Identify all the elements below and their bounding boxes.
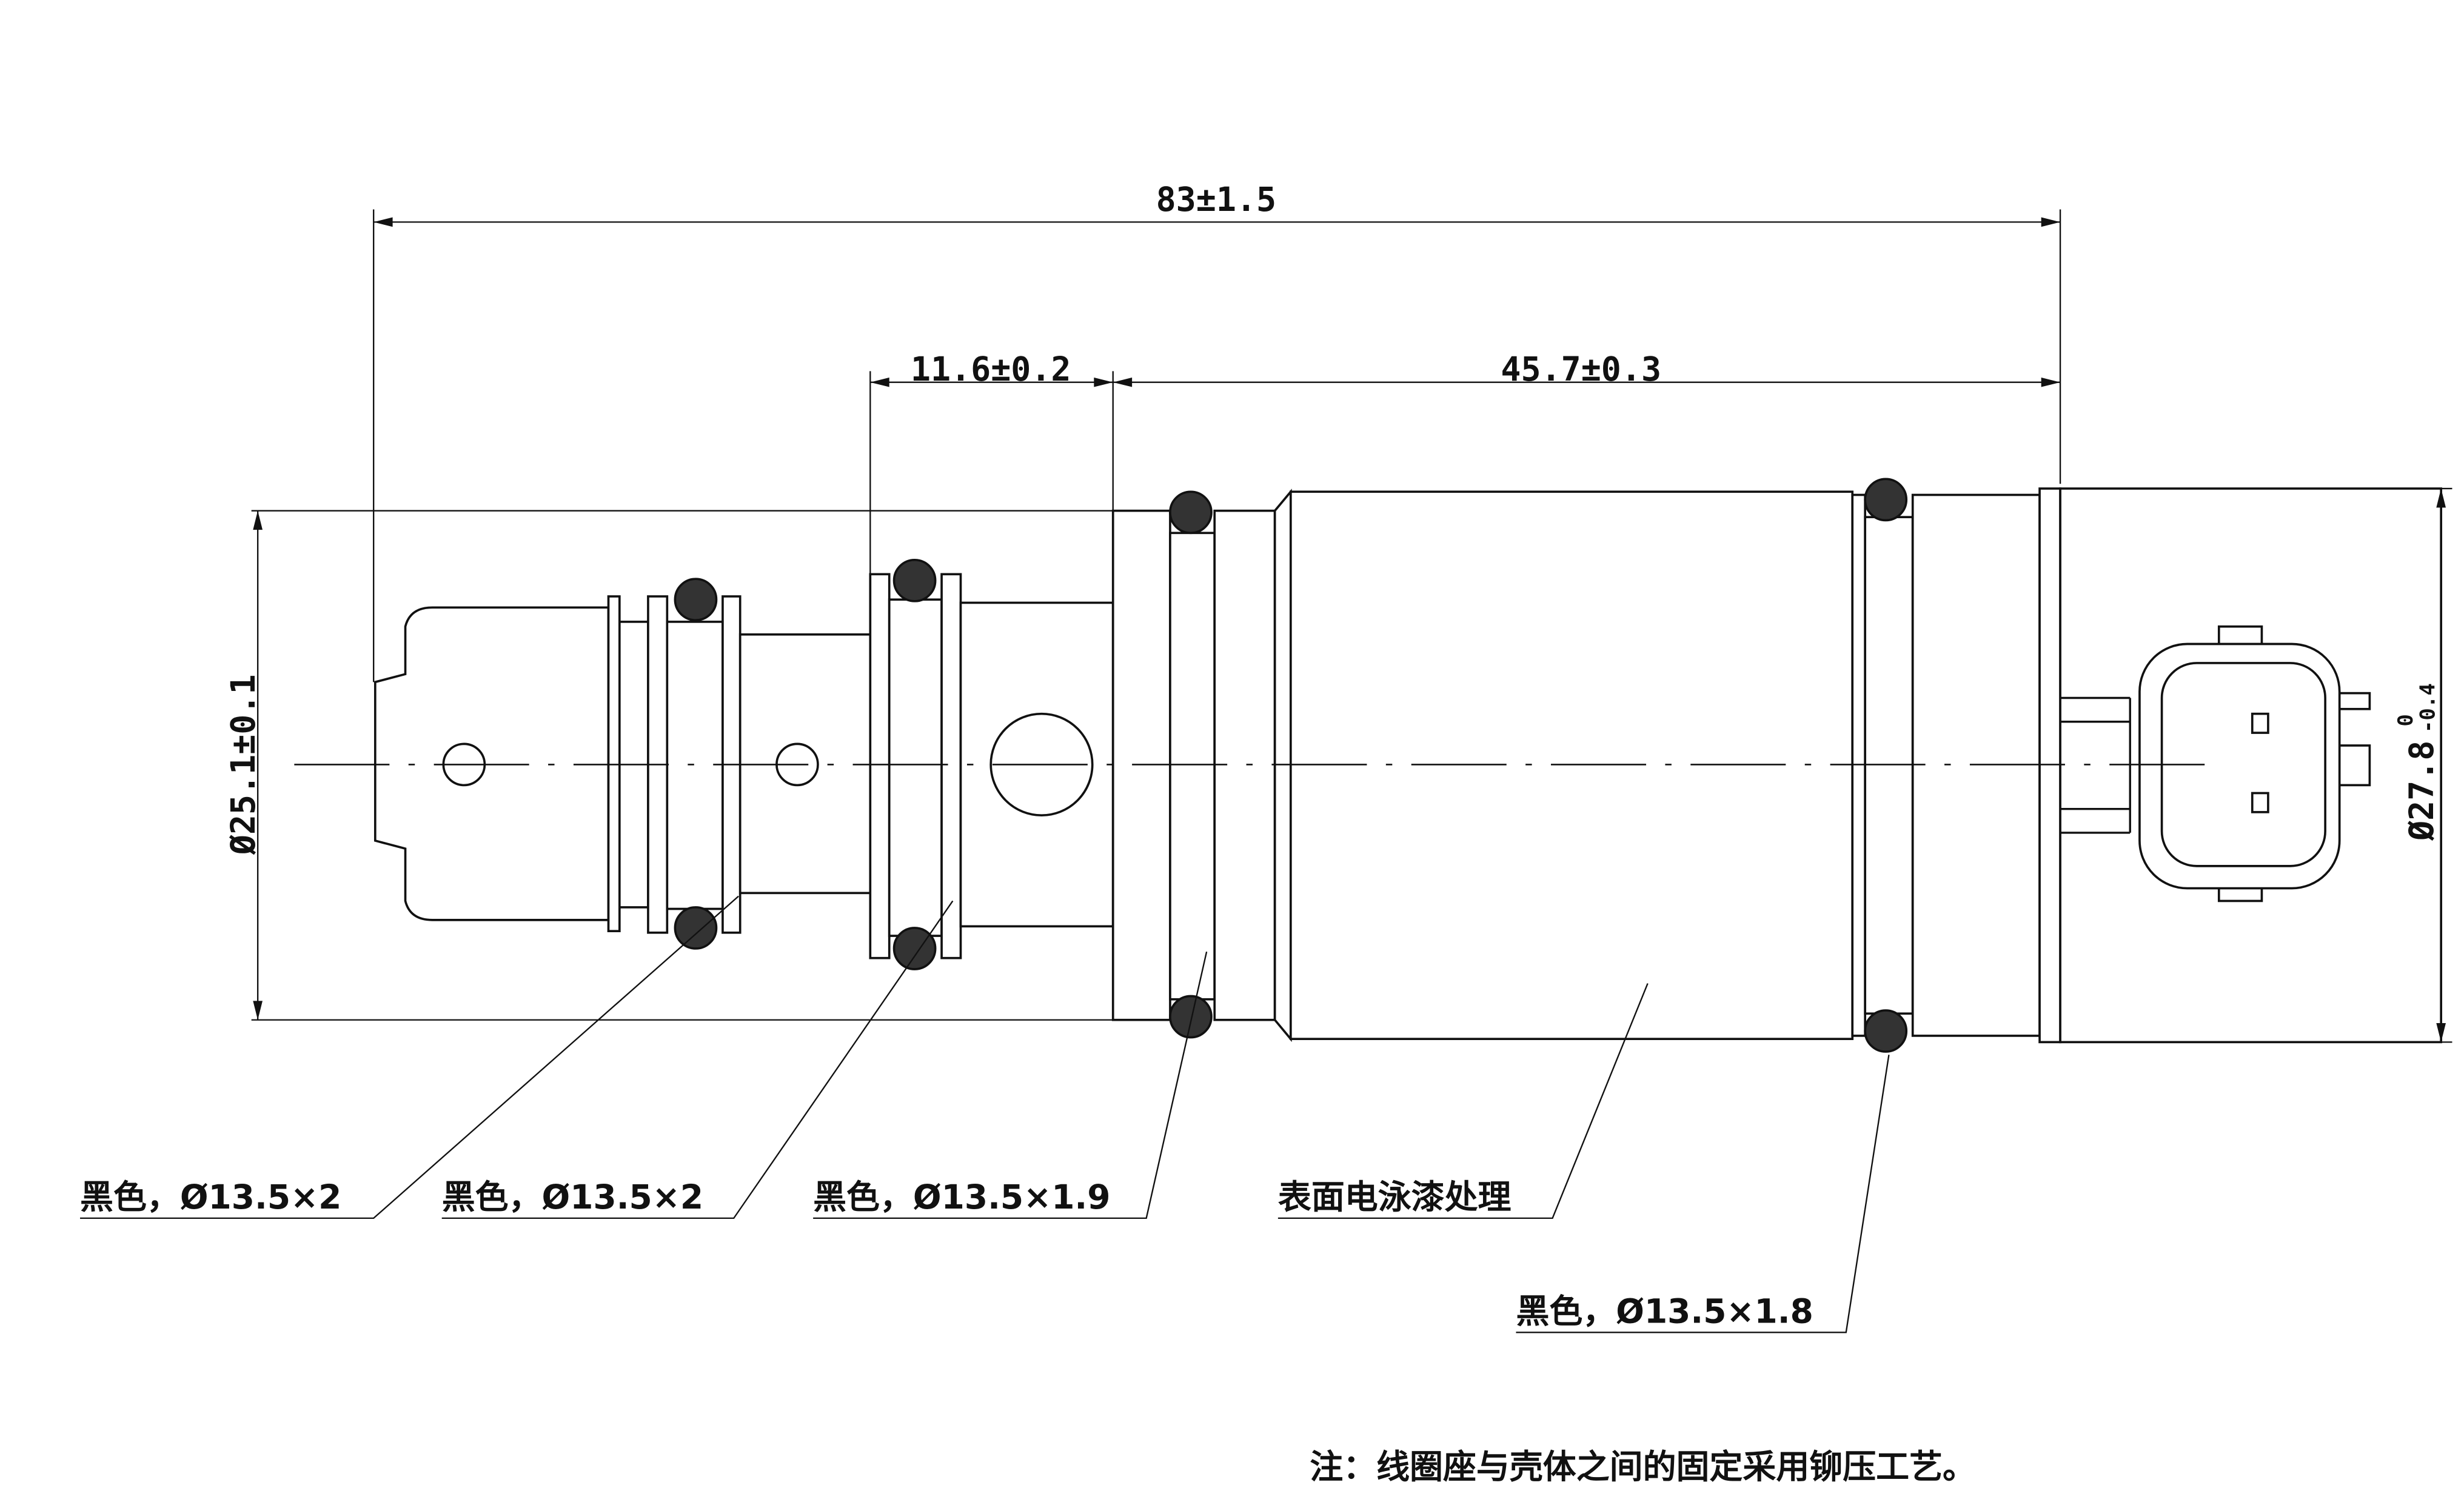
o-ring-1-bottom xyxy=(674,906,718,950)
o-ring-3-top xyxy=(1169,490,1213,535)
dimension-left-diameter: Ø25.1±0.1 xyxy=(224,510,1115,1021)
groove-spacing-label: 11.6±0.2 xyxy=(911,350,1071,389)
callout-label: 黑色，Ø13.5×1.8 xyxy=(1516,1292,1813,1331)
valve-tip xyxy=(373,606,610,921)
callout-o-ring-3: 黑色，Ø13.5×1.9 xyxy=(813,951,1208,1219)
o-ring-3-bottom xyxy=(1169,995,1213,1039)
right-diameter-lower-tol: -0.4 xyxy=(2416,683,2440,733)
callout-label: 黑色，Ø13.5×2 xyxy=(442,1178,703,1216)
right-diameter-upper-tol: 0 xyxy=(2394,714,2418,726)
o-ring-2-bottom xyxy=(892,927,937,970)
o-ring-4-bottom xyxy=(1864,1009,1908,1053)
o-ring-4-top xyxy=(1864,478,1908,522)
left-diameter-label: Ø25.1±0.1 xyxy=(224,675,263,856)
electrical-connector xyxy=(2060,625,2371,902)
callout-o-ring-2: 黑色，Ø13.5×2 xyxy=(442,900,954,1219)
callout-label: 黑色，Ø13.5×1.9 xyxy=(813,1178,1110,1216)
right-diameter-label: Ø27.8 xyxy=(2402,741,2441,841)
note-text: 注：线圈座与壳体之间的固定采用铆压工艺。 xyxy=(1310,1447,1976,1486)
callout-o-ring-4: 黑色，Ø13.5×1.8 xyxy=(1516,1055,1890,1333)
callout-label: 表面电泳漆处理 xyxy=(1278,1178,1512,1216)
dimension-right-diameter: Ø27.8 0 -0.4 xyxy=(2394,487,2452,1043)
callout-surface-treatment: 表面电泳漆处理 xyxy=(1278,983,1649,1219)
o-ring-1-top xyxy=(674,578,718,622)
o-ring-2-top xyxy=(892,558,937,602)
callout-o-ring-1: 黑色，Ø13.5×2 xyxy=(80,895,739,1219)
overall-length-label: 83±1.5 xyxy=(1156,180,1276,219)
callout-label: 黑色，Ø13.5×2 xyxy=(80,1178,341,1216)
dimension-overall-length: 83±1.5 xyxy=(373,180,2061,682)
valve-body xyxy=(373,478,2443,1053)
body-length-label: 45.7±0.3 xyxy=(1501,350,1661,389)
dimension-groove-spacing: 11.6±0.2 xyxy=(869,350,1114,575)
dimension-body-length: 45.7±0.3 xyxy=(1113,350,2061,389)
